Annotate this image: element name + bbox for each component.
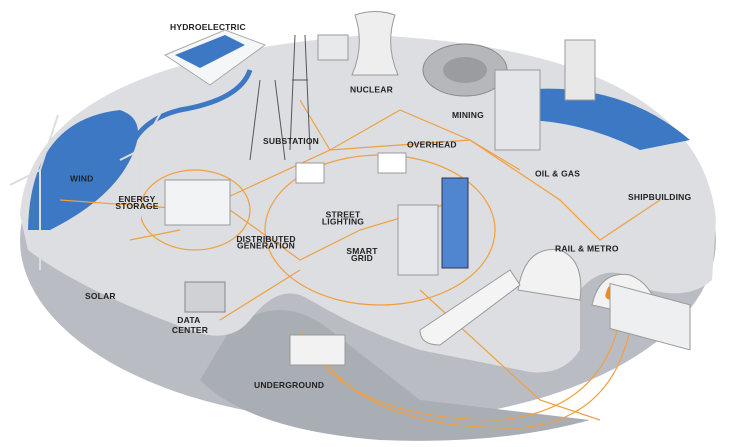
- label-data-center: DATA CENTER: [172, 315, 208, 335]
- label-nuclear: NUCLEAR: [350, 85, 393, 95]
- oil-water: [520, 88, 690, 150]
- label-oil-gas: OIL & GAS: [535, 169, 580, 179]
- glass-skyscraper: [441, 177, 469, 269]
- label-overhead: OVERHEAD: [407, 140, 457, 150]
- label-mining: MINING: [452, 110, 484, 120]
- label-solar: SOLAR: [85, 291, 116, 301]
- river: [127, 69, 253, 151]
- label-substation: SUBSTATION: [263, 136, 319, 146]
- underground-cables-equipment: [289, 334, 346, 366]
- nuclear-building: [317, 34, 349, 61]
- shipyard: [609, 282, 691, 351]
- high-speed-train: [419, 269, 521, 346]
- smart-grid-tower: [397, 204, 439, 276]
- wind-water: [28, 110, 138, 230]
- label-shipbuilding: SHIPBUILDING: [628, 192, 692, 202]
- rail-tunnel: [517, 249, 582, 301]
- house-solar-2: [377, 152, 407, 174]
- label-wind: WIND: [70, 173, 93, 183]
- oil-refinery: [494, 69, 541, 151]
- energy-storage-units: [164, 179, 231, 226]
- cooling-tower: [351, 11, 399, 76]
- dam-reservoir: [175, 35, 245, 68]
- house-solar-1: [295, 162, 325, 184]
- label-rail-metro: RAIL & METRO: [555, 243, 619, 253]
- data-center-racks: [184, 281, 226, 313]
- label-hydroelectric: HYDROELECTRIC: [170, 22, 246, 32]
- oil-rig: [564, 39, 596, 101]
- transmission-towers: [249, 34, 311, 161]
- label-underground: UNDERGROUND: [254, 380, 324, 390]
- wind-turbines: [9, 104, 166, 270]
